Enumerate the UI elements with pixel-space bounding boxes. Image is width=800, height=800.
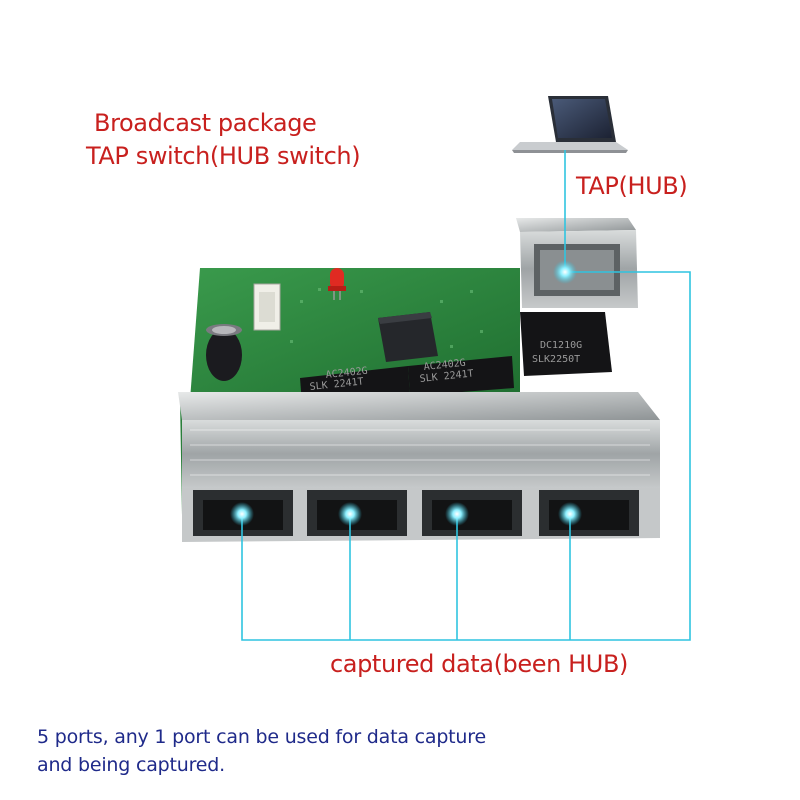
chip1-label-b: AC2402G bbox=[325, 366, 368, 381]
laptop-icon bbox=[512, 96, 628, 153]
rj45-port-icon bbox=[539, 490, 639, 536]
tap-port bbox=[516, 218, 638, 308]
chip3-label-b: DC1210G bbox=[540, 340, 582, 351]
power-connector bbox=[253, 283, 281, 331]
chip2-label-b: AC2402G bbox=[423, 358, 466, 373]
footer-line-1: 5 ports, any 1 port can be used for data… bbox=[37, 726, 486, 748]
main-chip bbox=[378, 312, 438, 362]
transformer-chips bbox=[300, 312, 612, 404]
capacitor-icon bbox=[206, 324, 242, 381]
footer-line-2: and being captured. bbox=[37, 754, 225, 776]
rj45-port-icon bbox=[422, 490, 522, 536]
led-icon bbox=[328, 268, 346, 300]
header-line-1: Broadcast package bbox=[94, 109, 317, 137]
callout-lines bbox=[241, 150, 691, 641]
header-line-2: TAP switch(HUB switch) bbox=[86, 142, 361, 170]
tap-hub-label: TAP(HUB) bbox=[576, 172, 688, 200]
captured-data-label: captured data(been HUB) bbox=[330, 650, 628, 678]
port-highlight-dots bbox=[230, 260, 582, 526]
chip3-label-a: SLK2250T bbox=[532, 354, 580, 365]
